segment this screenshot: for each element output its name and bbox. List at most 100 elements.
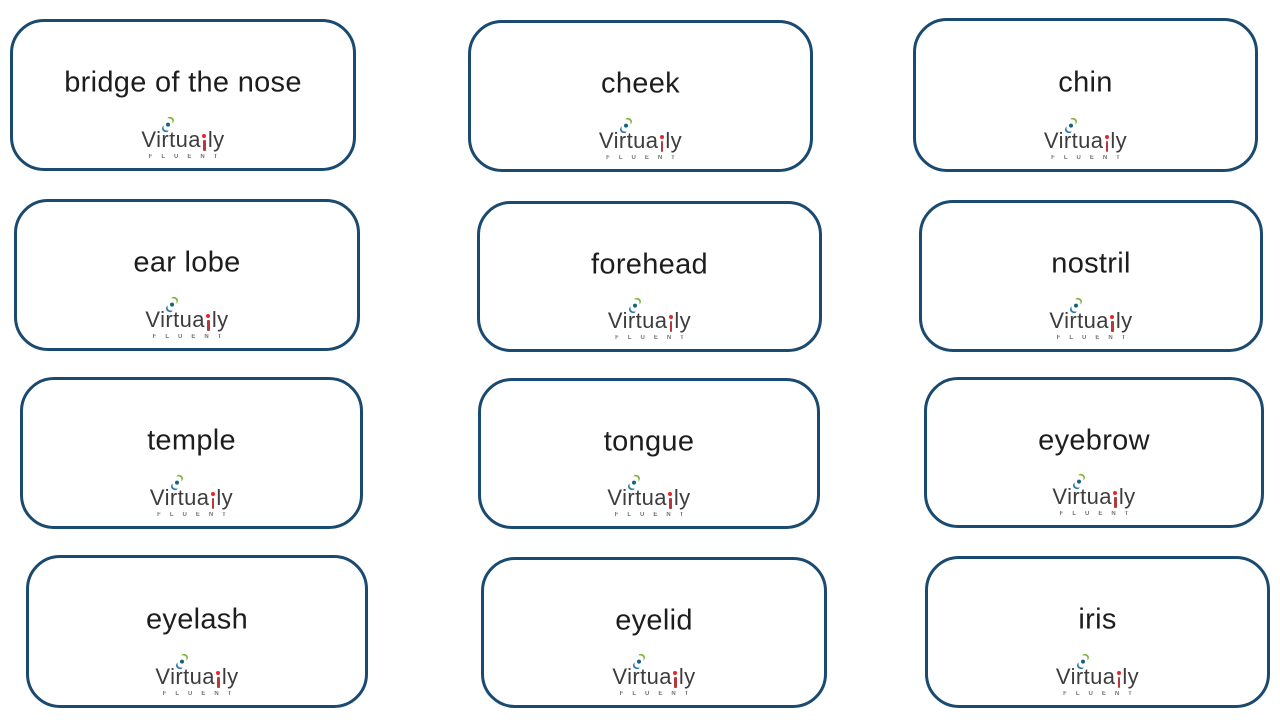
card-word: bridge of the nose [64,66,302,99]
card-word: chin [1058,66,1113,99]
swirl-leaf-icon [1064,117,1077,134]
logo-word-suffix: ly [674,308,692,333]
logo-word-prefix: Virtua [1043,128,1104,153]
logo-tagline: FLUENT [148,154,227,160]
swirl-leaf-icon [1073,473,1085,490]
logo-pencil-l-icon [1110,315,1115,332]
logo-pencil-l-icon [1113,491,1118,508]
logo-tagline: FLUENT [1056,335,1135,341]
logo-pencil-l-icon [202,134,207,151]
logo-word-prefix: Virtua [141,127,201,152]
logo-word-suffix: ly [665,128,683,153]
logo-word-suffix: ly [1115,308,1133,333]
swirl-leaf-icon [162,116,174,133]
swirl-leaf-icon [166,296,178,313]
swirl-leaf-icon [633,653,645,670]
logo-tagline: FLUENT [157,512,235,518]
card-word: nostril [1051,247,1131,280]
swirl-leaf-icon [628,474,640,491]
logo-word-prefix: Virtua [1052,484,1112,509]
card-word: cheek [601,67,680,100]
logo-word-suffix: ly [1118,484,1136,509]
logo-word-suffix: ly [678,664,696,689]
logo-tagline: FLUENT [619,691,698,697]
card-word: tongue [603,425,695,458]
logo-pencil-l-icon [216,671,221,688]
logo-word-prefix: Virtua [149,485,210,510]
logo-word-suffix: ly [216,485,234,510]
logo-word-prefix: Virtua [1049,308,1109,333]
logo-tagline: FLUENT [614,512,693,518]
logo-tagline: FLUENT [606,155,684,161]
logo-pencil-l-icon [210,492,215,509]
logo-pencil-l-icon [206,314,211,331]
logo-word-suffix: ly [673,485,691,510]
card-word: ear lobe [133,246,241,279]
card-word: forehead [591,248,708,281]
logo-word-suffix: ly [1122,664,1140,689]
swirl-leaf-icon [628,297,641,314]
logo-word-prefix: Virtua [155,664,215,689]
logo-word-prefix: Virtua [598,128,659,153]
logo-word-suffix: ly [207,127,225,152]
logo-word-prefix: Virtua [612,664,672,689]
swirl-leaf-icon [1070,297,1082,314]
logo-word-prefix: Virtua [607,485,667,510]
logo-tagline: FLUENT [1063,691,1141,697]
logo-pencil-l-icon [668,315,673,332]
swirl-leaf-icon [170,474,183,491]
swirl-leaf-icon [176,653,188,670]
card-word: temple [147,424,236,457]
swirl-leaf-icon [619,117,632,134]
logo-word-prefix: Virtua [145,307,205,332]
logo-pencil-l-icon [668,492,673,509]
card-word: eyelash [145,603,249,636]
logo-tagline: FLUENT [615,335,693,341]
logo-tagline: FLUENT [1051,155,1129,161]
card-word: eyebrow [1038,424,1150,457]
logo-tagline: FLUENT [152,334,231,340]
logo-word-suffix: ly [1110,128,1128,153]
logo-tagline: FLUENT [1059,511,1138,517]
card-word: iris [1078,603,1117,636]
logo-word-suffix: ly [221,664,239,689]
logo-pencil-l-icon [673,671,678,688]
logo-word-suffix: ly [211,307,229,332]
card-word: eyelid [615,604,693,637]
logo-pencil-l-icon [1116,671,1121,688]
logo-word-prefix: Virtua [607,308,668,333]
swirl-leaf-icon [1076,653,1089,670]
